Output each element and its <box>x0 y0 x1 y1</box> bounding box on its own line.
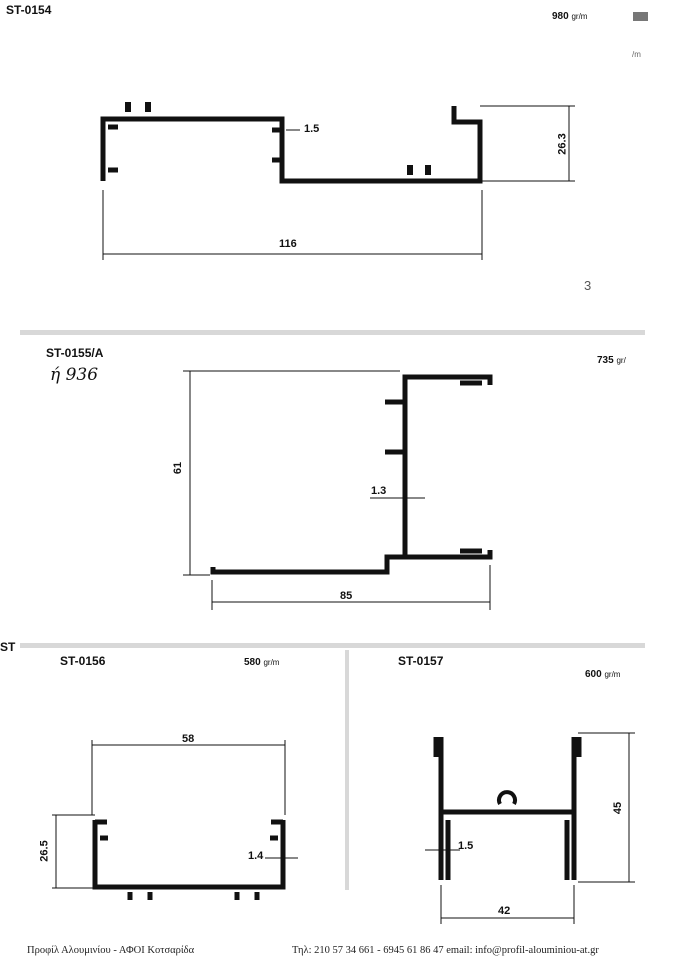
weight-value: 580 <box>244 657 261 668</box>
profile-code: ST-0157 <box>398 654 444 668</box>
profile-weight: 600 gr/m <box>585 669 620 680</box>
weight-unit: gr/m <box>604 670 621 679</box>
profile-weight: 980 gr/m <box>552 11 587 22</box>
profile-code: ST-0156 <box>60 654 106 668</box>
footer-contact: Τηλ: 210 57 34 661 - 6945 61 86 47 email… <box>292 945 599 956</box>
page-mark: 3 <box>584 278 592 293</box>
color-swatch <box>633 12 648 21</box>
section-divider <box>20 643 645 648</box>
profile-code: ST-0154 <box>6 3 52 17</box>
section-divider <box>20 330 645 335</box>
dimension-lines-0157 <box>425 732 635 924</box>
profile-weight: 735 gr/ <box>597 355 626 366</box>
dim-width: 58 <box>182 733 195 745</box>
dim-width: 116 <box>279 238 297 250</box>
weight-unit: gr/m <box>263 658 280 667</box>
profile-weight: 580 gr/m <box>244 657 279 668</box>
weight-unit: gr/m <box>571 12 588 21</box>
dim-height: 26.5 <box>38 840 51 862</box>
dim-height: 26.3 <box>556 133 569 155</box>
dim-height: 61 <box>172 461 185 475</box>
dimension-lines-0155a <box>183 370 491 610</box>
profile-st-0154-shape <box>100 102 483 184</box>
weight-value: 735 <box>597 355 614 366</box>
edge-fragment: ST <box>0 640 16 654</box>
weight-value: 980 <box>552 11 569 22</box>
profile-st-0156-shape <box>92 819 286 900</box>
dim-width: 85 <box>340 590 353 602</box>
profile-code: ST-0155/A <box>46 346 104 360</box>
footer-company: Προφίλ Αλουμινίου - ΑΦΟΙ Κοτσαρίδα <box>27 945 195 956</box>
dim-wall: 1.5 <box>304 123 320 135</box>
unit-note: /m <box>632 50 641 59</box>
dimension-lines-0156 <box>52 740 298 889</box>
dim-wall: 1.4 <box>248 850 264 862</box>
handwritten-note: ή 936 <box>50 365 99 385</box>
weight-unit: gr/ <box>616 356 626 365</box>
dim-wall: 1.5 <box>458 840 474 852</box>
dimension-lines-0154 <box>102 105 575 260</box>
weight-value: 600 <box>585 669 602 680</box>
dim-wall: 1.3 <box>371 485 387 497</box>
profile-st-0155a-shape <box>210 374 493 575</box>
profile-st-0157-shape <box>433 737 582 880</box>
dim-height: 45 <box>612 801 625 815</box>
dim-width: 42 <box>498 905 511 917</box>
section-divider-vertical <box>345 650 349 890</box>
